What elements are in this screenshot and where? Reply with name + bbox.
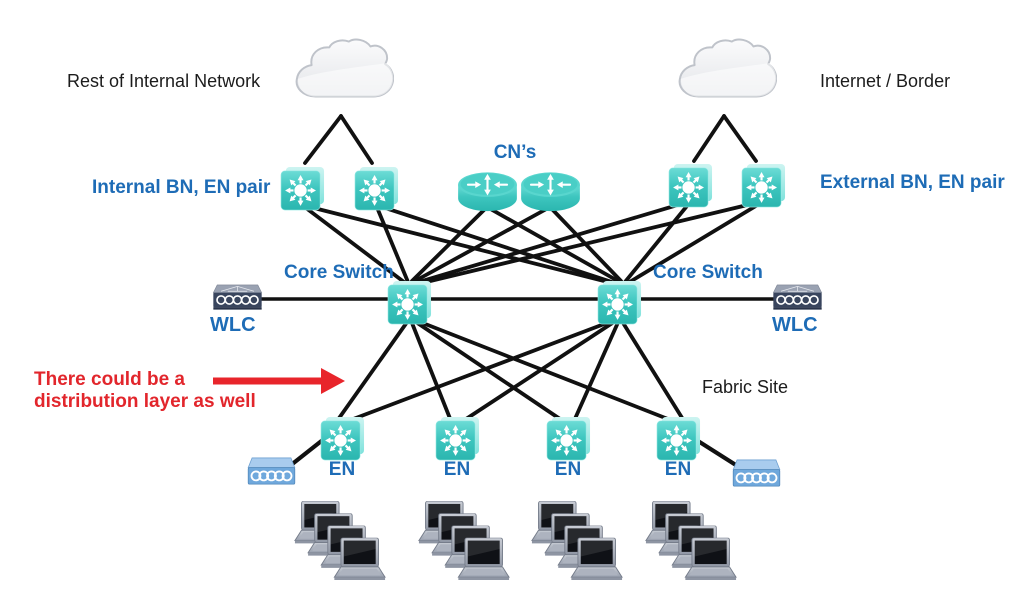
cloud-icon-internal-network — [292, 38, 394, 102]
en-label-4: EN — [664, 459, 692, 480]
annotation-line-1: There could be a — [34, 369, 185, 390]
switch-icon-core-left — [387, 280, 432, 325]
wlc-right-label: WLC — [772, 314, 818, 336]
annotation-text: There could be a distribution layer as w… — [34, 369, 256, 413]
cloud-left-label: Rest of Internal Network — [67, 71, 261, 91]
en-label-1: EN — [328, 459, 356, 480]
switch-icon-external-bn-1 — [668, 163, 713, 208]
external-pair-label: External BN, EN pair — [820, 172, 1005, 193]
switch-icon-en-3 — [546, 416, 591, 461]
red-arrow-icon — [213, 368, 345, 394]
cns-label: CN’s — [493, 142, 537, 163]
fabric-site-label: Fabric Site — [702, 377, 789, 397]
access-point-icon-right — [731, 458, 782, 491]
switch-icon-internal-bn-1 — [280, 166, 325, 211]
laptop-stack-icon-2 — [418, 501, 510, 583]
core-switch-left-label: Core Switch — [284, 262, 394, 283]
switch-icon-external-bn-2 — [741, 163, 786, 208]
router-icon-cn-2 — [519, 169, 582, 216]
wlc-icon-left — [212, 284, 263, 313]
switch-icon-core-right — [597, 280, 642, 325]
annotation-line-2: distribution layer as well — [34, 391, 256, 412]
cloud-icon-internet — [675, 38, 777, 102]
cloud-right-label: Internet / Border — [820, 71, 951, 91]
laptop-stack-icon-1 — [294, 501, 386, 583]
router-icon-cn-1 — [456, 169, 519, 216]
laptop-stack-icon-3 — [531, 501, 623, 583]
core-switch-right-label: Core Switch — [653, 262, 763, 283]
switch-icon-en-1 — [320, 416, 365, 461]
en-label-2: EN — [443, 459, 471, 480]
en-label-3: EN — [554, 459, 582, 480]
laptop-stack-icon-4 — [645, 501, 737, 583]
switch-icon-en-4 — [656, 416, 701, 461]
wlc-icon-right — [772, 284, 823, 313]
switch-icon-en-2 — [435, 416, 480, 461]
wlc-left-label: WLC — [210, 314, 256, 336]
access-point-icon-left — [246, 456, 297, 489]
switch-icon-internal-bn-2 — [354, 166, 399, 211]
internal-pair-label: Internal BN, EN pair — [92, 177, 271, 198]
